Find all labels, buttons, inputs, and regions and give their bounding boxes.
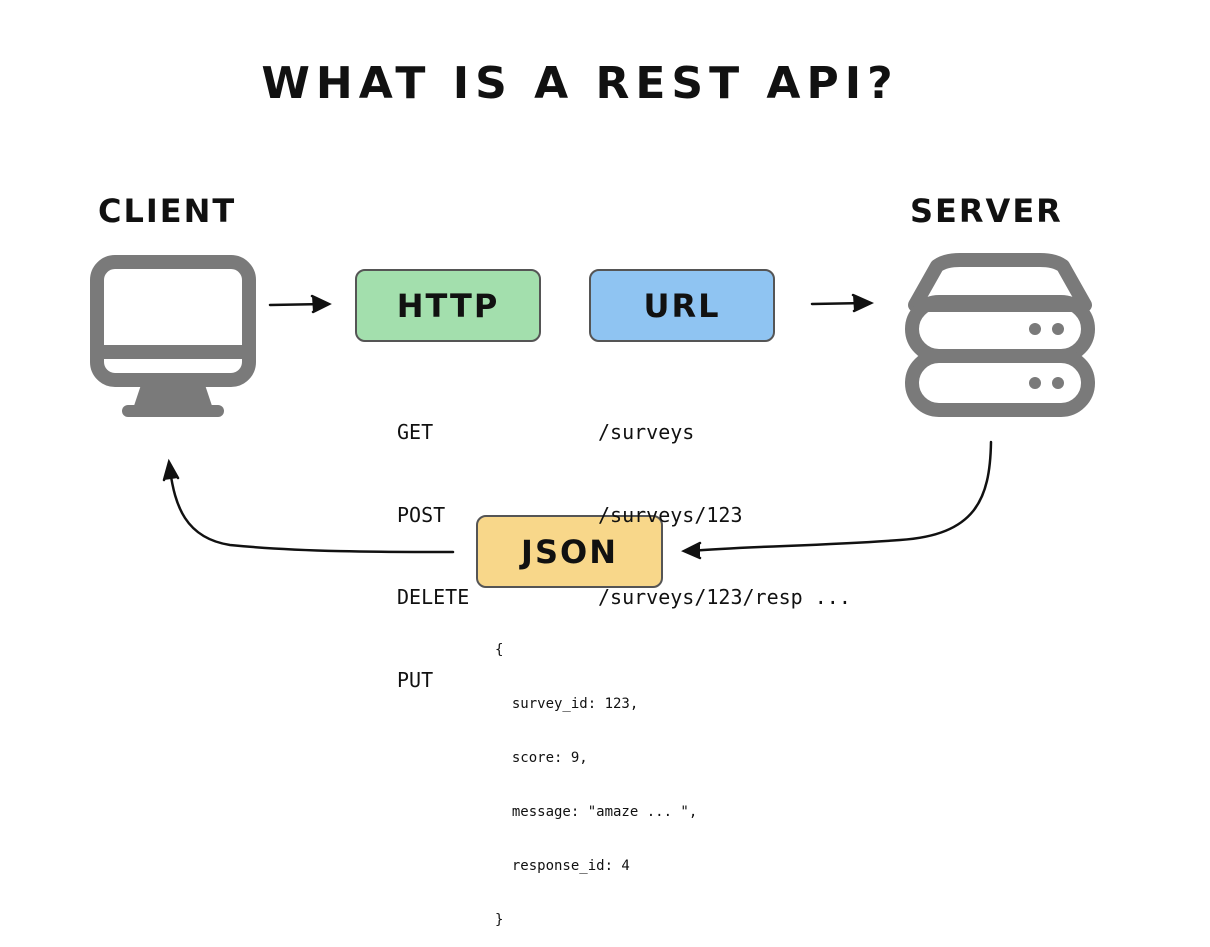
url-paths-list: /surveys /surveys/123 /surveys/123/resp … <box>598 364 851 639</box>
url-box: URL <box>589 269 775 342</box>
http-method: POST <box>397 502 446 527</box>
server-icon <box>905 253 1095 417</box>
json-line: message: "amaze ... ", <box>495 804 698 820</box>
arrow-client-to-http <box>268 294 332 314</box>
http-box: HTTP <box>355 269 541 342</box>
json-label: JSON <box>521 532 618 571</box>
url-path: /surveys/123 <box>598 502 743 527</box>
http-methods-list: GET POST DELETE PUT <box>397 364 469 722</box>
arrow-url-to-server <box>810 293 875 313</box>
http-method: PUT <box>397 667 434 692</box>
url-path: /surveys/123/resp ... <box>598 585 851 609</box>
monitor-icon <box>90 255 256 417</box>
diagram-title: WHAT IS A REST API? <box>261 58 899 109</box>
http-label: HTTP <box>396 286 500 325</box>
json-line: } <box>495 912 504 928</box>
server-indicator-lights <box>1029 323 1064 389</box>
arrow-json-to-client <box>162 458 455 554</box>
http-method: GET <box>397 420 434 444</box>
json-line: response_id: 4 <box>495 858 630 874</box>
server-label: SERVER <box>910 192 1063 230</box>
http-method: DELETE <box>397 585 470 609</box>
json-line: survey_id: 123, <box>495 696 639 712</box>
url-path: /surveys <box>598 420 695 444</box>
json-line: { <box>495 642 504 658</box>
client-label: CLIENT <box>98 192 237 230</box>
json-line: score: 9, <box>495 750 588 766</box>
arrow-server-to-json <box>681 440 993 560</box>
diagram-graphics <box>90 253 1095 560</box>
url-label: URL <box>643 286 721 325</box>
json-body: { survey_id: 123, score: 9, message: "am… <box>495 605 697 947</box>
json-box: JSON <box>476 515 663 588</box>
